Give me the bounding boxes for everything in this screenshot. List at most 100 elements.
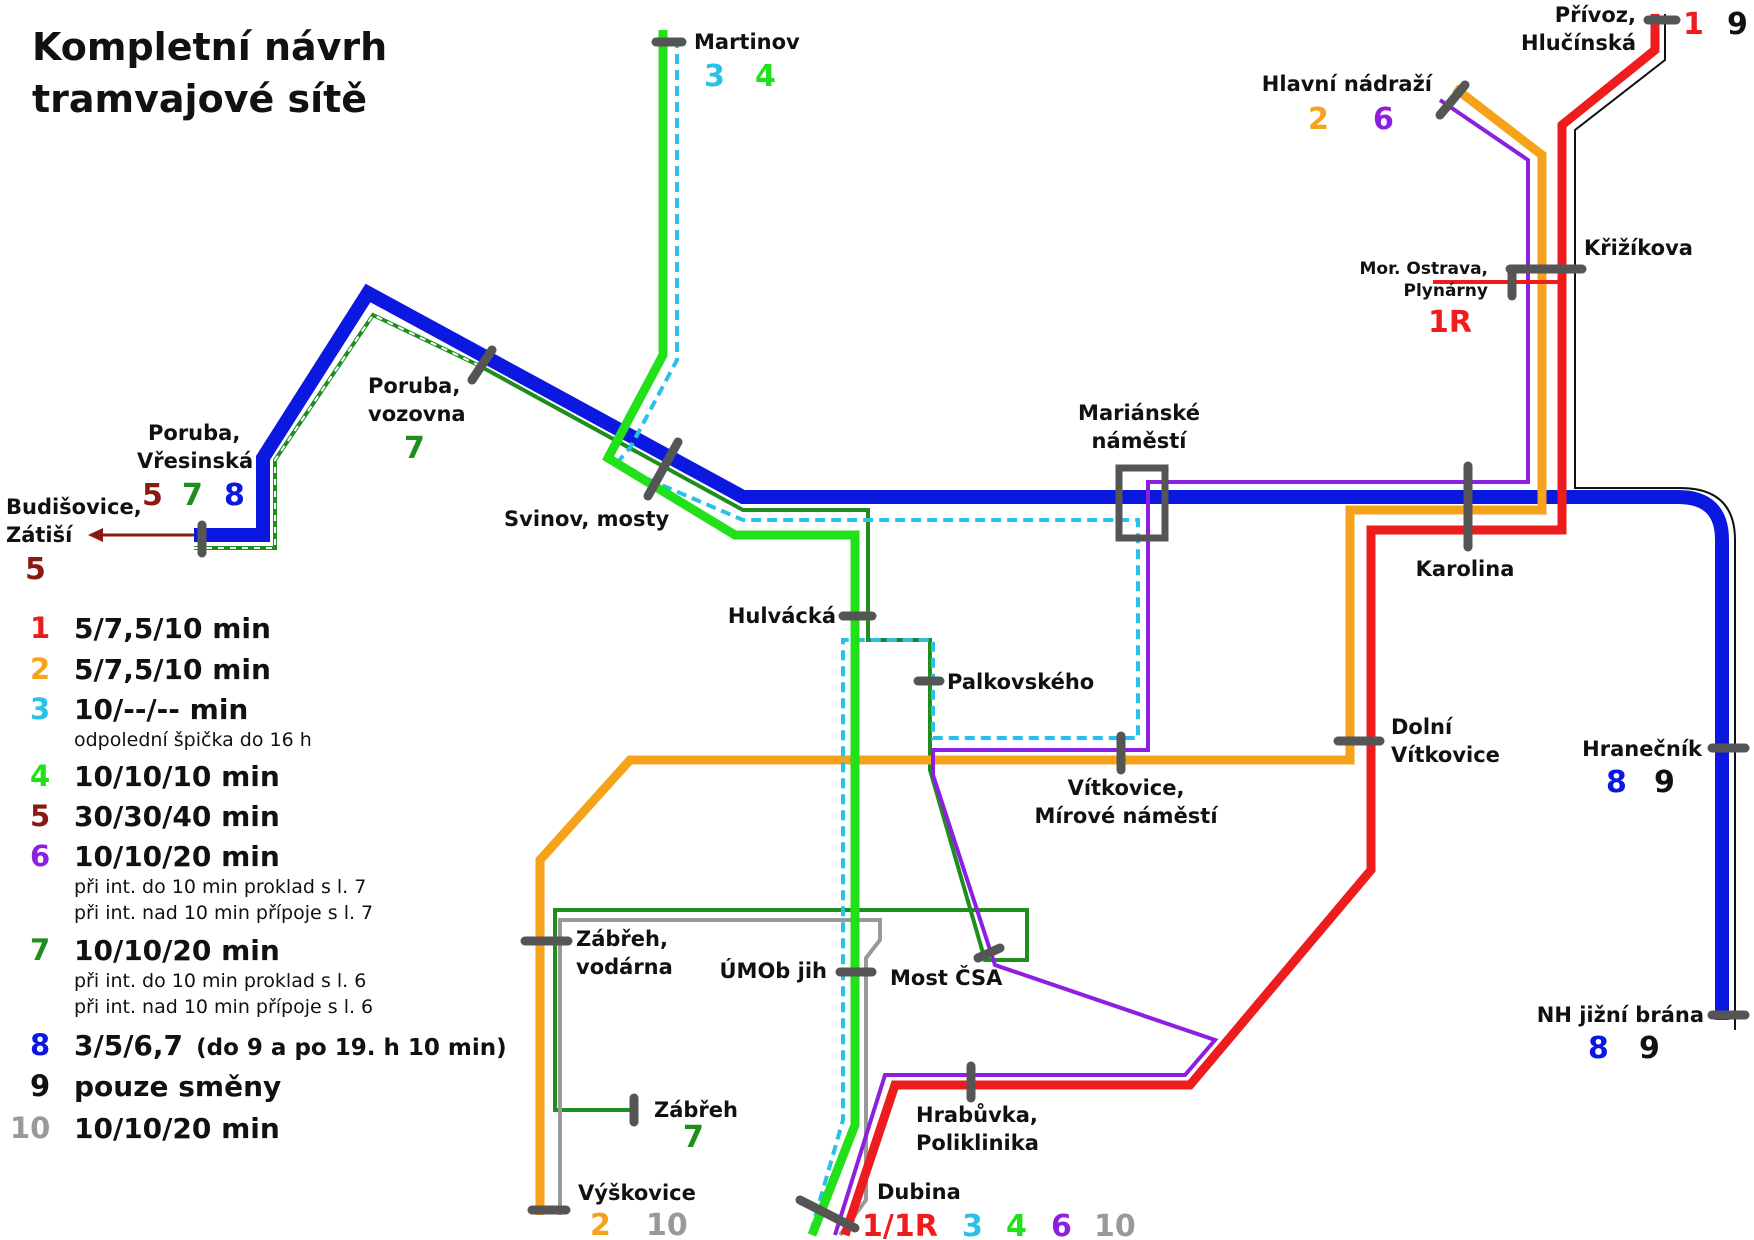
station-budisovice-2: Zátiší: [6, 523, 74, 547]
station-vitkovice-1: Vítkovice,: [1068, 776, 1185, 800]
line-7-dash: [194, 313, 479, 549]
station-hranecnik: Hranečník: [1582, 737, 1703, 761]
station-zabreh-vodarna-1: Zábřeh,: [576, 927, 668, 951]
line-3-route: [611, 38, 1140, 1236]
station-poruba-vresinska-1: Poruba,: [148, 421, 240, 445]
station-poruba-vozovna-2: vozovna: [368, 402, 466, 426]
legend-line-8-number: 8: [30, 1028, 50, 1062]
station-palkovskeho: Palkovského: [947, 670, 1094, 694]
nh-line-9: 9: [1639, 1031, 1660, 1066]
line-9-route: [1574, 14, 1736, 1030]
station-hulvacka: Hulvácká: [728, 604, 836, 628]
vyskovice-line-2: 2: [590, 1208, 611, 1240]
legend-line-7-note-1: při int. do 10 min proklad s l. 6: [74, 970, 366, 992]
dubina-line-4: 4: [1006, 1209, 1027, 1240]
stop-marker-dubina[interactable]: [795, 1195, 860, 1233]
dubina-line-3: 3: [962, 1209, 983, 1240]
stop-marker-hlavni[interactable]: [1435, 80, 1470, 120]
line-2-route: [535, 84, 1547, 1215]
privoz-line-9: 9: [1727, 7, 1748, 42]
station-dolni-vitkovice-2: Vítkovice: [1391, 743, 1500, 767]
legend-line-10-interval: 10/10/20 min: [74, 1112, 280, 1145]
station-labels: Martinov 3 4 Přívoz, Hlučínská 1 9 Hlavn…: [6, 3, 1748, 1240]
legend-line-1-interval: 5/7,5/10 min: [74, 612, 271, 645]
legend-line-9-number: 9: [30, 1069, 50, 1103]
station-plynarny-1: Mor. Ostrava,: [1360, 259, 1489, 279]
nh-line-8: 8: [1588, 1031, 1609, 1066]
station-marianske-2: náměstí: [1092, 429, 1189, 453]
legend-line-6-interval: 10/10/20 min: [74, 840, 280, 873]
line-5-arrowhead: [88, 528, 103, 542]
legend-line-2-interval: 5/7,5/10 min: [74, 653, 271, 686]
station-budisovice-1: Budišovice,: [6, 495, 142, 519]
privoz-line-1: 1: [1683, 7, 1704, 42]
station-plynarny-2: Plynárny: [1403, 281, 1488, 301]
station-zabreh-vodarna-2: vodárna: [576, 955, 673, 979]
poruba-vresinska-line-5: 5: [142, 478, 163, 513]
line-1-route: [840, 14, 1660, 1237]
dubina-line-6: 6: [1051, 1209, 1072, 1240]
station-vitkovice-2: Mírové náměstí: [1034, 804, 1219, 828]
poruba-vresinska-line-8: 8: [224, 478, 245, 513]
legend-line-10-number: 10: [10, 1111, 50, 1145]
station-privoz-2: Hlučínská: [1521, 31, 1636, 55]
legend-line-9-interval: pouze směny: [74, 1070, 281, 1103]
hlavni-line-2: 2: [1308, 102, 1329, 137]
hranecnik-line-9: 9: [1654, 765, 1675, 800]
stop-markers: [197, 15, 1750, 1233]
station-hlavni-nadrazi: Hlavní nádraží: [1262, 72, 1434, 96]
station-karolina: Karolina: [1416, 557, 1515, 581]
station-krizikova: Křižíkova: [1584, 236, 1693, 260]
station-zabreh: Zábřeh: [654, 1098, 738, 1122]
poruba-vozovna-line-7: 7: [404, 431, 425, 466]
legend-line-2-number: 2: [30, 652, 50, 686]
station-poruba-vozovna-1: Poruba,: [368, 374, 460, 398]
legend: 1 5/7,5/10 min 2 5/7,5/10 min 3 10/--/--…: [10, 611, 507, 1145]
station-martinov: Martinov: [694, 30, 800, 54]
legend-line-1-number: 1: [30, 611, 50, 645]
line-10-route: [558, 918, 882, 1237]
map-title-line-2: tramvajové sítě: [32, 77, 367, 121]
map-title-line-1: Kompletní návrh: [32, 25, 387, 69]
station-most-csa: Most ČSA: [890, 965, 1003, 990]
station-hrabuvka-1: Hrabůvka,: [916, 1103, 1038, 1127]
line-8-route: [194, 283, 1729, 1020]
legend-line-4-interval: 10/10/10 min: [74, 760, 280, 793]
station-hrabuvka-2: Poliklinika: [916, 1131, 1039, 1155]
legend-line-8-interval: 3/5/6,7: [74, 1029, 183, 1062]
dubina-line-10: 10: [1094, 1209, 1136, 1240]
legend-line-3-note: odpolední špička do 16 h: [74, 729, 312, 751]
zabreh-line-7: 7: [683, 1120, 704, 1155]
legend-line-6-note-2: při int. nad 10 min přípoje s l. 7: [74, 902, 373, 924]
station-privoz-1: Přívoz,: [1555, 3, 1636, 27]
station-dolni-vitkovice-1: Dolní: [1391, 715, 1454, 739]
legend-line-6-note-1: při int. do 10 min proklad s l. 7: [74, 876, 366, 898]
stop-marker-poruba-vozovna[interactable]: [467, 345, 497, 385]
legend-line-8-interval-group: 3/5/6,7 (do 9 a po 19. h 10 min): [74, 1029, 507, 1062]
martinov-line-4: 4: [755, 59, 776, 94]
legend-line-5-number: 5: [30, 799, 50, 833]
station-svinov-mosty: Svinov, mosty: [504, 507, 670, 531]
legend-line-7-note-2: při int. nad 10 min přípoje s l. 6: [74, 996, 373, 1018]
stop-marker-most-csa[interactable]: [973, 943, 1005, 963]
station-nh-jizni-brana: NH jižní brána: [1537, 1003, 1704, 1027]
plynarny-line-1r: 1R: [1428, 305, 1472, 340]
route-lines: [88, 14, 1736, 1237]
legend-line-3-interval: 10/--/-- min: [74, 693, 248, 726]
line-4-route: [602, 30, 860, 1237]
station-dubina: Dubina: [877, 1180, 961, 1204]
legend-line-4-number: 4: [30, 759, 50, 793]
legend-line-8-interval-extra: (do 9 a po 19. h 10 min): [196, 1035, 506, 1061]
budisovice-line-5: 5: [25, 552, 46, 587]
stop-marker-svinov[interactable]: [643, 437, 683, 501]
stop-marker-marianske[interactable]: [1115, 464, 1169, 542]
line-6-route: [833, 98, 1530, 1236]
hlavni-line-6: 6: [1373, 102, 1394, 137]
hranecnik-line-8: 8: [1606, 765, 1627, 800]
dubina-line-1-1r: 1/1R: [862, 1209, 938, 1240]
station-poruba-vresinska-2: Vřesinská: [137, 449, 253, 473]
legend-line-7-interval: 10/10/20 min: [74, 934, 280, 967]
station-umob-jih: ÚMOb jih: [720, 958, 828, 983]
legend-line-5-interval: 30/30/40 min: [74, 800, 280, 833]
